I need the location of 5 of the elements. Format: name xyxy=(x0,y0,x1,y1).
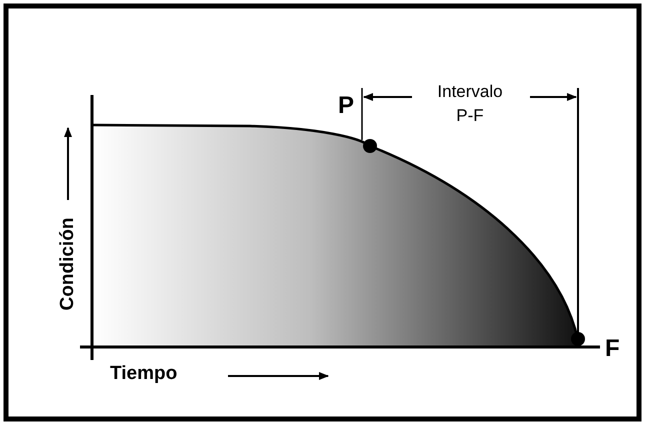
interval-label: Intervalo P-F xyxy=(436,81,504,127)
axis-label: Tiempo xyxy=(110,363,178,385)
point-label: F xyxy=(605,335,620,363)
point-label: P xyxy=(338,92,354,120)
axis-label: Condición xyxy=(56,216,79,312)
